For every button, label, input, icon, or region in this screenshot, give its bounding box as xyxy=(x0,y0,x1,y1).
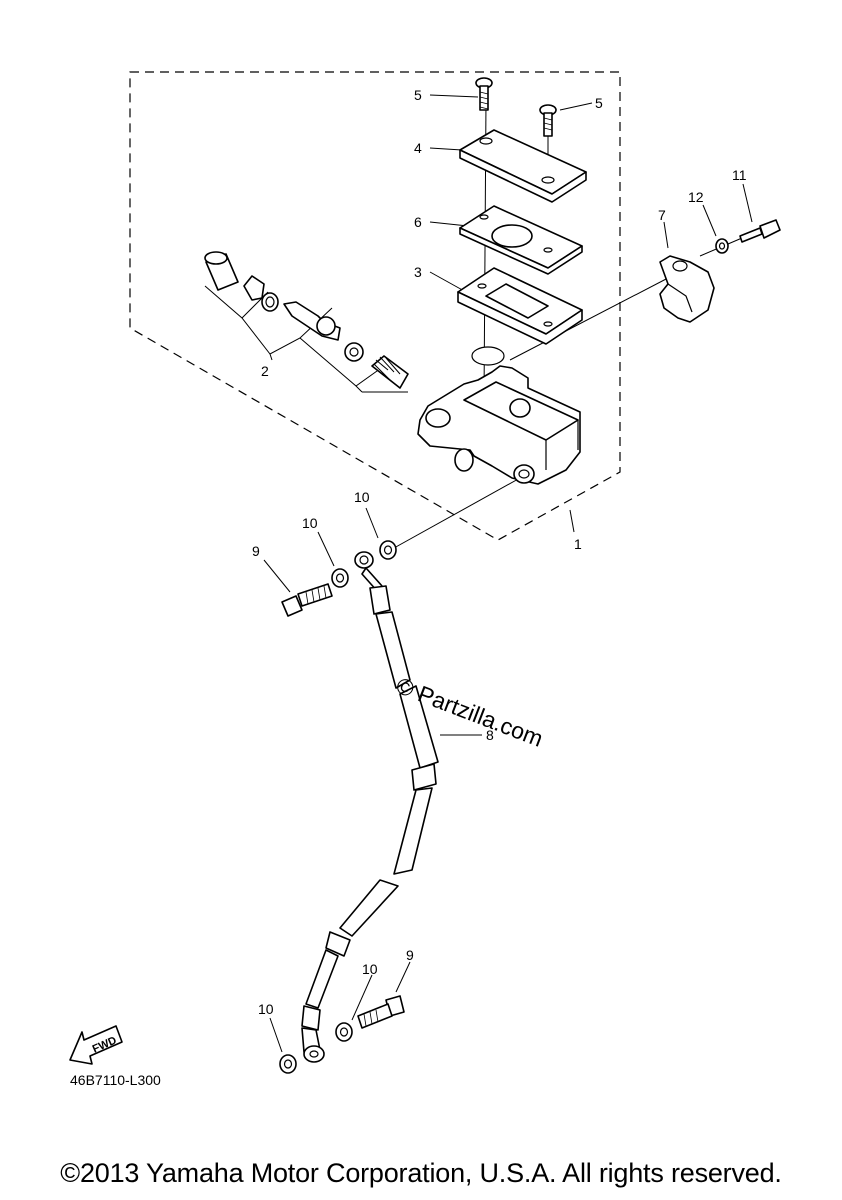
brake-hose-8 xyxy=(301,551,439,1063)
screw-5b xyxy=(539,104,557,137)
master-cylinder-body xyxy=(417,346,581,485)
callout-9b: 9 xyxy=(406,947,414,963)
washer-12 xyxy=(715,238,729,254)
diaphragm-3 xyxy=(457,267,583,345)
callout-2: 2 xyxy=(261,363,269,379)
callout-10a: 10 xyxy=(354,489,370,505)
callout-5b: 5 xyxy=(595,95,603,111)
diaphragm-plate-6 xyxy=(459,205,583,275)
copyright: ©2013 Yamaha Motor Corporation, U.S.A. A… xyxy=(60,1158,782,1188)
callout-6: 6 xyxy=(414,214,422,230)
fwd-arrow-icon: FWD xyxy=(69,1025,123,1065)
callout-9a: 9 xyxy=(252,543,260,559)
callout-10b: 10 xyxy=(302,515,318,531)
callout-12: 12 xyxy=(688,189,704,205)
washer-10a xyxy=(379,540,397,560)
callout-1: 1 xyxy=(574,536,582,552)
reservoir-cap-4 xyxy=(459,129,587,203)
callout-8: 8 xyxy=(486,727,494,743)
union-bolt-9a xyxy=(281,583,333,617)
drawing-code: 46B7110-L300 xyxy=(70,1072,161,1088)
assembly-boundary xyxy=(129,71,621,541)
callout-5a: 5 xyxy=(414,87,422,103)
washer-10c xyxy=(335,1022,353,1042)
callout-10c: 10 xyxy=(362,961,378,977)
screw-5a xyxy=(475,77,493,111)
union-bolt-9b xyxy=(357,995,405,1029)
callout-4: 4 xyxy=(414,140,422,156)
piston-kit-2 xyxy=(204,251,409,389)
callout-3: 3 xyxy=(414,264,422,280)
callout-7: 7 xyxy=(658,207,666,223)
bolt-11 xyxy=(739,219,781,243)
holder-7 xyxy=(659,255,715,323)
callout-10d: 10 xyxy=(258,1001,274,1017)
washer-10d xyxy=(279,1054,297,1074)
callout-11: 11 xyxy=(732,167,747,183)
washer-10b xyxy=(331,568,349,588)
